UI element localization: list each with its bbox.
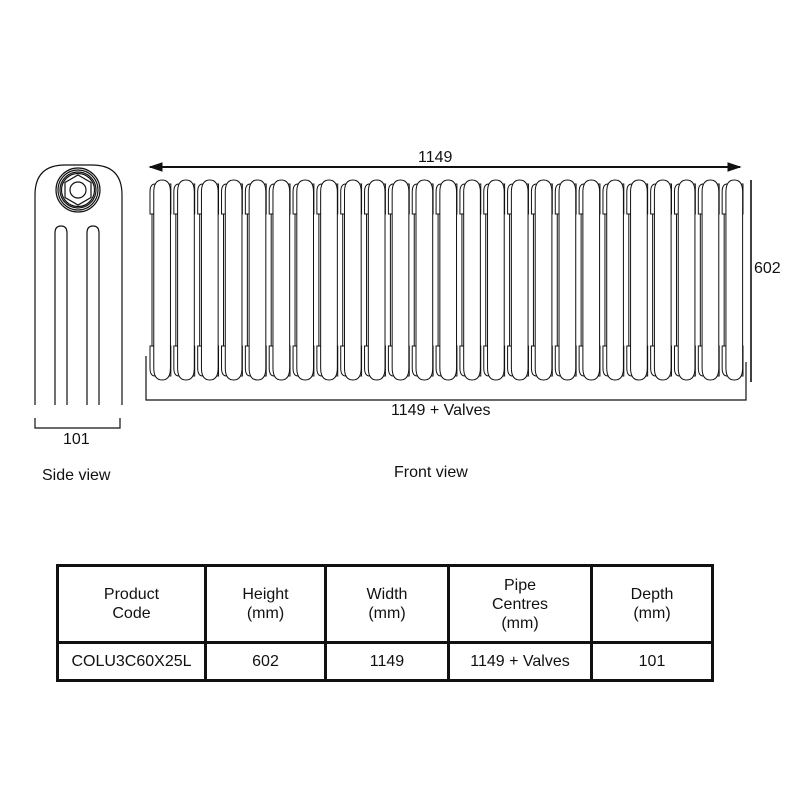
header-width: Width(mm) [324,564,450,644]
depth-label: 101 [63,431,90,448]
radiator-sections [149,179,744,381]
pipe-centres-label: 1149 + Valves [391,402,491,419]
cell-width: 1149 [324,641,450,682]
depth-dimension-bracket [34,418,121,429]
header-depth: Depth(mm) [590,564,714,644]
height-label: 602 [754,260,781,277]
cell-depth: 101 [590,641,714,682]
side-view-caption: Side view [42,467,111,484]
front-view-drawing [145,162,752,401]
valve-nut-icon [55,167,101,213]
front-view-caption: Front view [394,464,468,481]
side-column-tube [54,225,68,405]
width-label: 1149 [418,149,453,166]
cell-product-code: COLU3C60X25L [56,641,207,682]
cell-height: 602 [204,641,327,682]
arrow-left-icon [148,162,163,172]
table-row: COLU3C60X25L 602 1149 1149 + Valves 101 [56,641,714,682]
arrow-right-icon [727,162,742,172]
pipe-centres-bracket [145,356,747,401]
side-view-outline [34,164,123,405]
side-column-tube [86,225,100,405]
cell-pipe-centres: 1149 + Valves [447,641,593,682]
side-view-drawing [34,164,123,429]
header-height: Height(mm) [204,564,327,644]
